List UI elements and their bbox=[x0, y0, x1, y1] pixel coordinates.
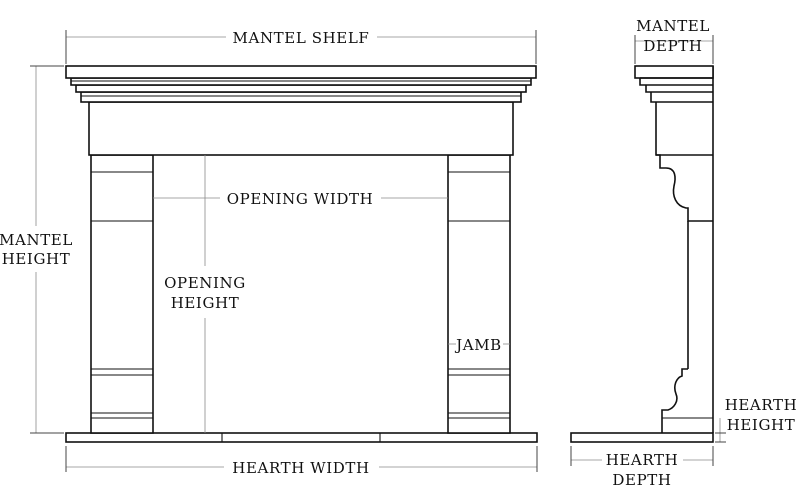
label-hearth-depth-line2: DEPTH bbox=[612, 471, 671, 489]
label-opening-width: OPENING WIDTH bbox=[227, 190, 374, 208]
dimension-lines bbox=[30, 30, 726, 472]
label-mantel-depth-line2: DEPTH bbox=[643, 37, 702, 55]
labels: MANTEL SHELF MANTEL HEIGHT OPENING WIDTH… bbox=[0, 17, 797, 489]
hearth-slab bbox=[65, 432, 538, 443]
label-mantel-height-line2: HEIGHT bbox=[2, 250, 71, 268]
label-hearth-height-line1: HEARTH bbox=[725, 396, 798, 414]
label-mantel-shelf: MANTEL SHELF bbox=[233, 29, 370, 47]
side-view bbox=[570, 65, 714, 443]
mantel-shelf bbox=[65, 65, 537, 79]
right-leg bbox=[447, 154, 511, 434]
label-mantel-depth-line1: MANTEL bbox=[636, 17, 710, 35]
side-hearth bbox=[570, 432, 714, 443]
label-opening-height-line2: HEIGHT bbox=[171, 294, 240, 312]
side-shelf bbox=[634, 65, 714, 79]
label-opening-height-line1: OPENING bbox=[164, 274, 246, 292]
label-hearth-height-line2: HEIGHT bbox=[727, 416, 796, 434]
label-jamb: JAMB bbox=[454, 336, 502, 354]
frieze bbox=[88, 101, 514, 156]
front-view bbox=[65, 65, 538, 443]
left-leg bbox=[90, 154, 154, 434]
cornice bbox=[70, 77, 532, 103]
label-mantel-height-line1: MANTEL bbox=[0, 231, 73, 249]
label-hearth-depth-line1: HEARTH bbox=[606, 451, 679, 469]
label-hearth-width: HEARTH WIDTH bbox=[232, 459, 369, 477]
